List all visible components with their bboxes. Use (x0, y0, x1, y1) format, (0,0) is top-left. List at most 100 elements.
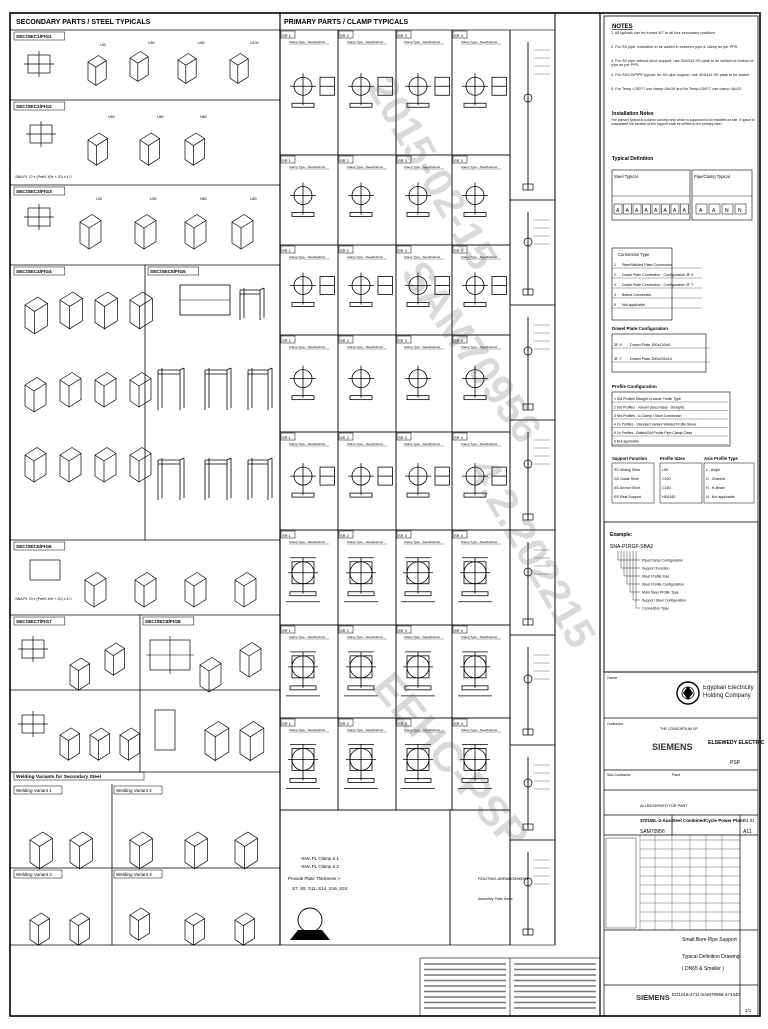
sheet-number: 01 01 (744, 818, 755, 823)
steel-member-sketch (129, 447, 152, 483)
pipe-clamp-sketch (462, 73, 507, 108)
title-line-2: Typical Definition Drawing (682, 954, 740, 960)
pipe-clamp-sketch (290, 182, 316, 217)
example-heading: Example: (610, 532, 633, 538)
table-cell: N - Not applicable (706, 495, 735, 499)
steel-member-sketch (234, 572, 257, 608)
pipe-clamp-sketch (344, 651, 378, 697)
pipe-clamp-sketch (405, 73, 450, 108)
cell-code: SR 4 (454, 721, 464, 726)
svg-text:S7, S9, S11, S14, S16, S24: S7, S9, S11, S14, S16, S24 (292, 886, 348, 891)
steel-member-sketch (29, 831, 54, 870)
steel-member-sketch (24, 447, 47, 483)
svg-text:Clamp Type - Steel/bolt/nut: Clamp Type - Steel/bolt/nut (461, 165, 497, 169)
note-line: 5. For Temp <250°C use clamp 4&c19 and f… (611, 87, 742, 91)
plate-detail (18, 711, 48, 737)
installation-text: The primary typical is a clamp concept o… (611, 118, 755, 126)
pipe-clamp-label: Pipe/Clamp Typical (694, 174, 730, 179)
svg-text:A: A (635, 208, 639, 214)
note-line: 3. For SS pipe without shoe support, use… (611, 59, 754, 68)
example-code: SNA-P1RGF-SBA2 (610, 544, 653, 550)
plate-detail (24, 51, 54, 77)
example-label: Support Steel Configuration (642, 599, 686, 603)
example-label: Connection Type (642, 607, 669, 611)
table-cell: 6 Not applicable (614, 440, 639, 444)
watermark-text: EEHC-PSP (364, 663, 538, 858)
svg-text:L50: L50 (100, 43, 106, 47)
profile-heading: Profile Configuration (612, 384, 657, 389)
section-label: SEC/SEC6/FIG6 (16, 544, 52, 550)
cell-code: SR 3 (398, 338, 408, 343)
table-cell: C160 (662, 486, 671, 490)
table-code: 3F-9 (614, 343, 622, 347)
frame-sketch (157, 457, 185, 500)
frame-sketch (204, 367, 232, 410)
revision-code: A11 (743, 829, 752, 835)
cell-code: SR 2 (340, 33, 350, 38)
table-code: 3 (614, 283, 616, 287)
cell-code: SR 3 (398, 158, 408, 163)
plant-label: Plant (672, 773, 680, 777)
svg-text:L50: L50 (96, 197, 102, 201)
watermark-text: SAM70956 (392, 252, 551, 451)
section-label: SEC/SEC3/FIG3 (16, 189, 52, 195)
svg-text:Clamp Type - Steel/bolt/nut: Clamp Type - Steel/bolt/nut (347, 345, 383, 349)
svg-text:Clamp Type - Steel/bolt/nut: Clamp Type - Steel/bolt/nut (347, 540, 383, 544)
owner-label: Owner (607, 676, 618, 680)
steel-typical-label: Steel Typical (614, 174, 638, 179)
table-cell: Dowel Plate 200x200x10 (630, 357, 672, 361)
cell-code: SR 1 (282, 248, 292, 253)
svg-text:A: A (673, 208, 677, 214)
table-cell: 5 2x Profiles - Bolted/Std Profile Pipe … (614, 431, 692, 435)
svg-text:H80: H80 (200, 115, 207, 119)
pipe-clamp-sketch (290, 463, 335, 498)
steel-member-sketch (59, 372, 82, 408)
section-label: SEC/SEC8/FIG8 (145, 619, 181, 625)
svg-text:A: A (699, 208, 703, 214)
pipe-clamp-sketch (458, 744, 492, 789)
cell-code: SR 4 (454, 248, 464, 253)
svg-text:Clamp Type - Steel/bolt/nut: Clamp Type - Steel/bolt/nut (404, 635, 440, 639)
weld-variant-label: Welding Variant 1 (16, 788, 52, 793)
frame-sketch (157, 367, 185, 410)
pipe-clamp-sketch (405, 463, 450, 498)
svg-text:Clamp Type - Steel/bolt/nut: Clamp Type - Steel/bolt/nut (404, 345, 440, 349)
pipe-clamp-sketch (462, 463, 507, 498)
cell-code: SR 1 (282, 435, 292, 440)
svg-text:Clamp Type - Steel/bolt/nut: Clamp Type - Steel/bolt/nut (289, 635, 325, 639)
svg-text:Clamp Type - Steel/bolt/nut: Clamp Type - Steel/bolt/nut (461, 442, 497, 446)
page-number: 1/1 (745, 1008, 752, 1013)
steel-member-sketch (69, 912, 91, 946)
table-code: 5 (614, 303, 616, 307)
steel-member-sketch (177, 53, 197, 85)
steel-member-sketch (69, 831, 94, 870)
table-code: 1 (614, 263, 616, 267)
pipe-clamp-sketch (344, 744, 378, 789)
section-label: Welding Variants for Secondary Steel (16, 774, 101, 780)
svg-text:Clamp Type - Steel/bolt/nut: Clamp Type - Steel/bolt/nut (404, 728, 440, 732)
cell-code: SR 2 (340, 338, 350, 343)
steel-member-sketch (59, 291, 84, 330)
table-cell: AS Anchor Shoe (614, 486, 640, 490)
table-code: 4 (614, 293, 616, 297)
profile-sizes-label: Profile Sizes (660, 456, 686, 461)
pipe-clamp-sketch (348, 73, 393, 108)
cell-code: SR 1 (282, 628, 292, 633)
cell-code: SR 1 (282, 158, 292, 163)
dowel-heading: Dowel Plate Configuration (612, 326, 668, 331)
note-line: 4. For SS/CS/PIPE typical, for SS pipe s… (611, 73, 751, 77)
cell-code: SR 1 (282, 533, 292, 538)
steel-member-sketch (184, 214, 207, 250)
contractor-label: Contractor (607, 722, 624, 726)
cell-code: SR 2 (340, 158, 350, 163)
pipe-clamp-sketch (405, 272, 450, 307)
steel-member-sketch (24, 296, 49, 335)
svg-text:Clamp Type - Steel/bolt/nut: Clamp Type - Steel/bolt/nut (461, 345, 497, 349)
svg-text:A: A (626, 208, 630, 214)
steel-member-sketch (129, 372, 152, 408)
connection-type-label: Connection Type (618, 252, 650, 257)
steel-member-sketch (119, 727, 141, 761)
table-cell: RS Rest Support (614, 495, 641, 499)
table-cell: Steel/Welded Plate Connection (622, 263, 672, 267)
steel-member-sketch (84, 572, 107, 608)
